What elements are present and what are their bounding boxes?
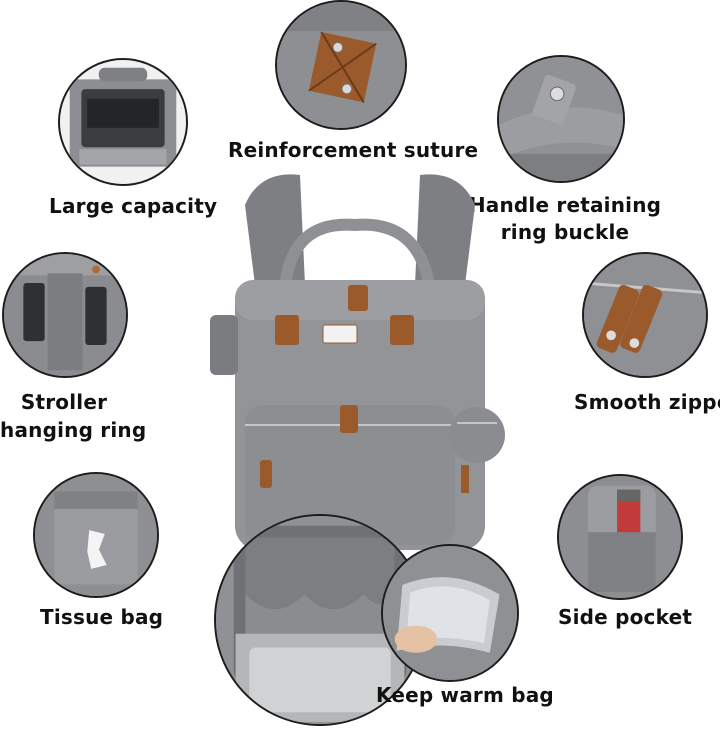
keep-warm-bag-photo [381,544,519,682]
smooth-zipper-photo [582,252,708,378]
side-pocket-photo [557,474,683,600]
stroller-ring-photo [2,252,128,378]
side-pocket-label: Side pocket [558,605,693,629]
stroller-ring-illustration [4,254,126,376]
smooth-zipper-label: Smooth zipper [574,390,720,414]
keep-warm-bag-label: Keep warm bag [376,683,554,707]
large-capacity-label: Large capacity [49,194,218,218]
large-capacity-photo [58,58,188,186]
interior-compartment-illustration [216,516,424,724]
reinforcement-suture-photo [275,0,407,130]
handle-buckle-photo [497,55,625,183]
keep-warm-bag-illustration [383,546,517,680]
tissue-bag-label: Tissue bag [40,605,164,629]
handle-buckle-illustration [499,57,623,181]
side-pocket-illustration [559,476,681,598]
handle-buckle-label-line1: Handle retaining [468,193,662,217]
backpack-main-photo [205,165,515,555]
handle-buckle-label-line2: ring buckle [500,220,630,244]
large-capacity-illustration [60,60,186,184]
reinforcement-suture-illustration [277,2,405,128]
smooth-zipper-illustration [584,254,706,376]
tissue-bag-photo [33,472,159,598]
stroller-ring-label-line1: Stroller [20,390,108,414]
stroller-ring-label-line2: hanging ring [0,418,147,442]
backpack-illustration [210,174,505,550]
tissue-bag-illustration [35,474,157,596]
reinforcement-suture-label: Reinforcement suture [228,138,479,162]
